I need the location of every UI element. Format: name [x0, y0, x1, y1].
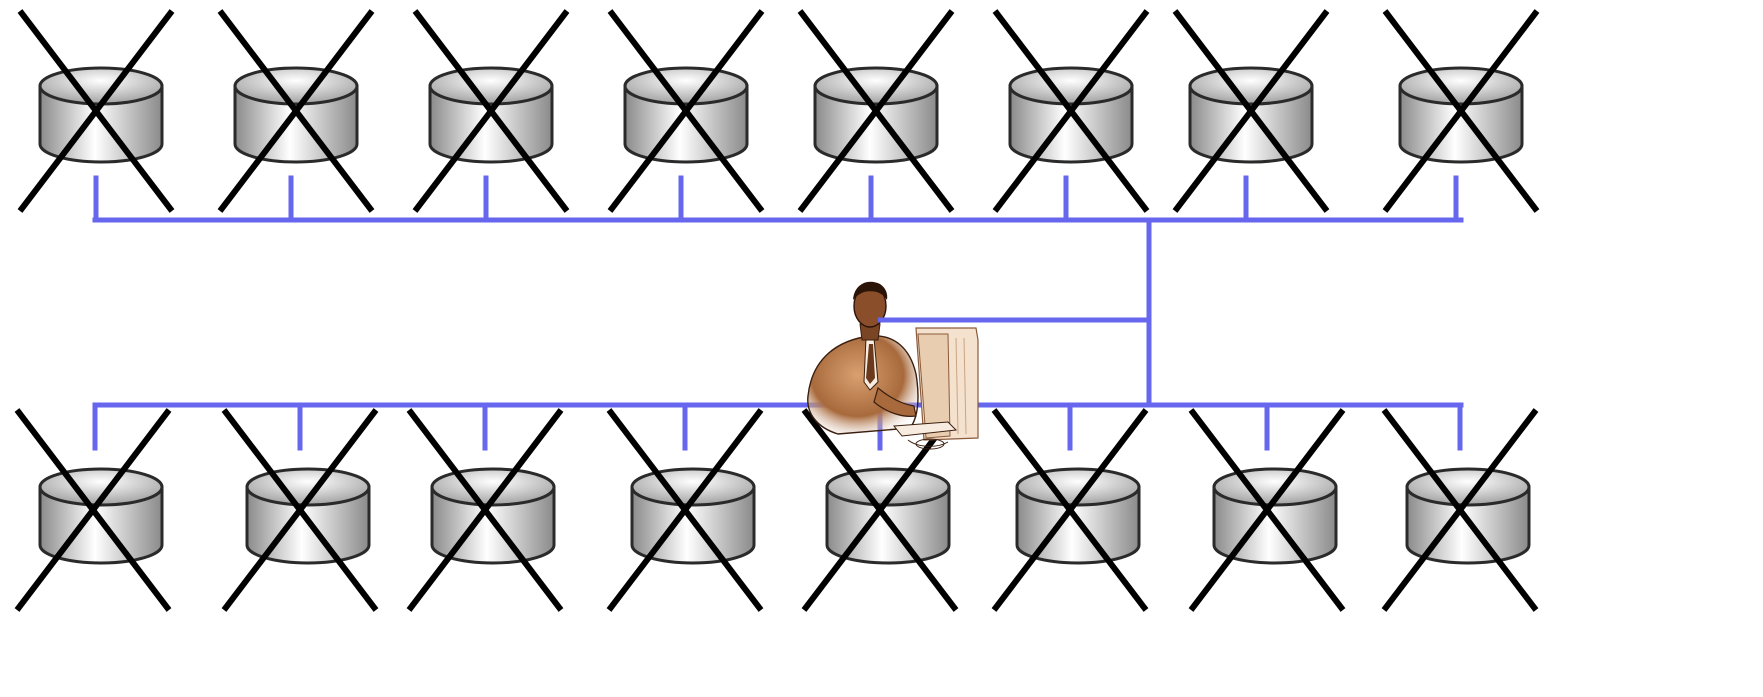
disk-array — [40, 68, 1529, 563]
network-bus — [95, 178, 1461, 448]
user-at-computer-icon — [808, 282, 978, 449]
